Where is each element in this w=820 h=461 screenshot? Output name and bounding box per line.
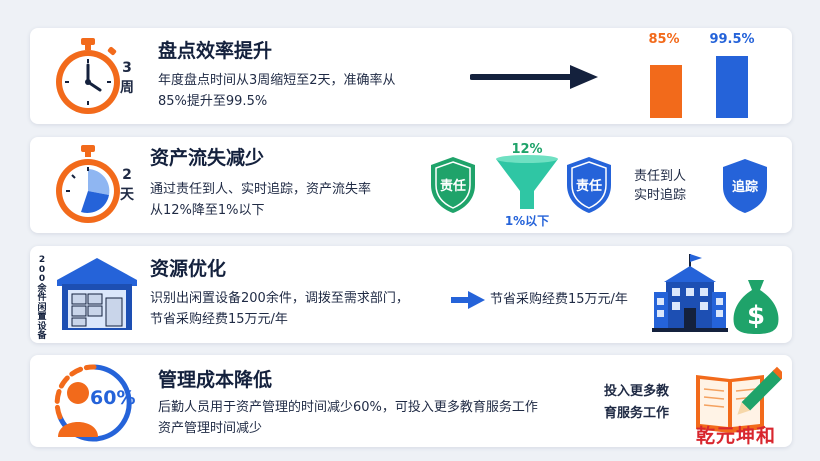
bar-value-label: 85%: [648, 32, 680, 47]
stopwatch-icon: [56, 38, 120, 114]
shield-label: 责任: [440, 178, 466, 194]
card-title: 管理成本降低: [158, 369, 273, 391]
bar: [650, 65, 682, 118]
desc-line: 年度盘点时间从3周缩短至2天，准确率从: [158, 73, 396, 88]
shield-icon: 责任: [431, 157, 475, 213]
responsibility-text: 责任到人 实时追踪: [634, 167, 686, 205]
duration-label: 3 周: [116, 58, 138, 98]
resource-optimization-card: 200余件闲置设备 资源优化 识别出闲置设备200余件，调拨至需求部门， 节省采…: [30, 246, 792, 343]
funnel-icon: 12% 1%以下: [496, 142, 558, 228]
duration-label: 2 天: [116, 165, 138, 205]
funnel-bottom-label: 1%以下: [505, 214, 549, 228]
desc-line: 85%提升至99.5%: [158, 94, 268, 109]
watermark-seal: 乾元坤和: [696, 425, 777, 447]
duration-number: 2: [122, 167, 132, 183]
cost-reduction-card: 60% 管理成本降低 后勤人员用于资产管理的时间减少60%，可投入更多教育服务工…: [30, 355, 792, 447]
idle-equipment-vertical-label: 200余件闲置设备: [37, 255, 47, 341]
warehouse-icon: [57, 258, 137, 330]
percent-badge: 60%: [90, 387, 136, 409]
desc-line: 后勤人员用于资产管理的时间减少60%，可投入更多教育服务工作: [158, 400, 538, 415]
desc-line: 识别出闲置设备200余件，调拨至需求部门，: [150, 291, 409, 306]
funnel-top-label: 12%: [511, 142, 542, 157]
school-building-icon: [652, 254, 728, 332]
text-line: 育服务工作: [604, 406, 670, 421]
card-description: 通过责任到人、实时追踪，资产流失率 从12%降至1%以下: [150, 179, 371, 221]
book-pencil-icon: [696, 366, 782, 433]
svg-text:$: $: [747, 301, 765, 331]
bar: [716, 56, 748, 118]
money-bag-icon: $: [733, 280, 779, 334]
text-line: 投入更多教: [604, 384, 670, 399]
arrow-right-icon: [470, 65, 598, 89]
arrow-right-icon: [451, 291, 485, 309]
card-description: 后勤人员用于资产管理的时间减少60%，可投入更多教育服务工作 资产管理时间减少: [158, 397, 538, 439]
desc-line: 资产管理时间减少: [158, 421, 263, 436]
efficiency-card: 3 周 盘点效率提升 年度盘点时间从3周缩短至2天，准确率从 85%提升至99.…: [30, 28, 792, 124]
duration-unit: 周: [120, 80, 134, 96]
duration-number: 3: [122, 60, 132, 76]
loss-reduction-card: 2 天 资产流失减少 通过责任到人、实时追踪，资产流失率 从12%降至1%以下 …: [30, 137, 792, 233]
bar-value-label: 99.5%: [709, 32, 755, 47]
text-line: 责任到人: [634, 169, 687, 184]
desc-line: 从12%降至1%以下: [150, 203, 265, 218]
desc-line: 节省采购经费15万元/年: [150, 312, 288, 327]
shield-icon: 追踪: [723, 159, 767, 213]
shield-icon: 责任: [567, 157, 611, 213]
savings-text: 节省采购经费15万元/年: [490, 292, 628, 307]
card-title: 资产流失减少: [150, 147, 265, 169]
bar-chart-icon: 85% 99.5%: [644, 32, 764, 118]
card-description: 年度盘点时间从3周缩短至2天，准确率从 85%提升至99.5%: [158, 70, 396, 112]
education-text: 投入更多教 育服务工作: [604, 381, 669, 425]
shield-label: 追踪: [732, 179, 758, 195]
shield-label: 责任: [576, 178, 602, 194]
card-title: 资源优化: [150, 258, 227, 280]
text-line: 实时追踪: [634, 188, 687, 203]
stopwatch-icon: [56, 145, 120, 223]
card-title: 盘点效率提升: [158, 40, 273, 62]
duration-unit: 天: [120, 187, 134, 203]
card-description: 识别出闲置设备200余件，调拨至需求部门， 节省采购经费15万元/年: [150, 288, 409, 330]
desc-line: 通过责任到人、实时追踪，资产流失率: [150, 182, 372, 197]
person-icon: [54, 364, 132, 442]
